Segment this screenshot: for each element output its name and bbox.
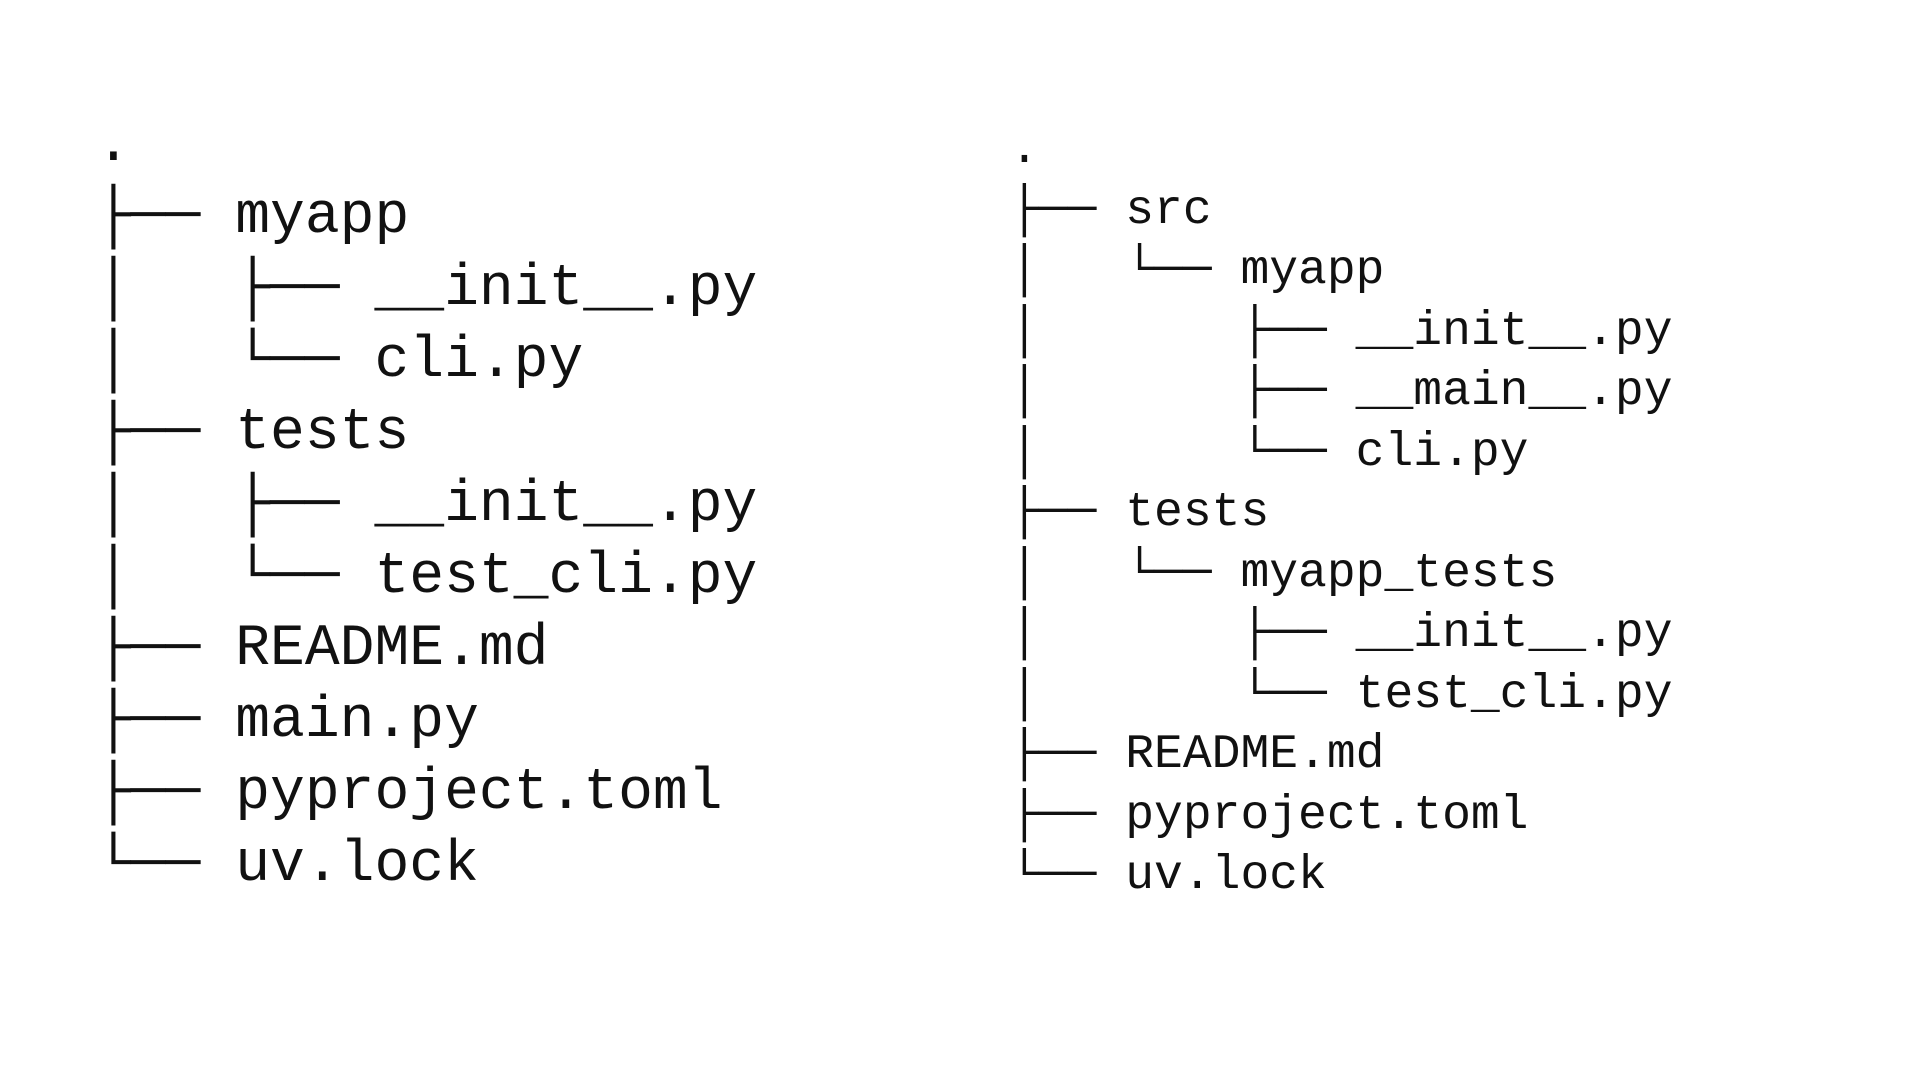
folder-name: tests bbox=[1125, 486, 1270, 540]
tree-entry: ├── pyproject.toml bbox=[1010, 786, 1673, 847]
file-name: test_cli.py bbox=[1355, 667, 1673, 722]
tree-entry: │ └── test_cli.py bbox=[96, 542, 757, 614]
tree-entry: ├── README.md bbox=[1010, 725, 1673, 786]
file-name: pyproject.toml bbox=[235, 761, 723, 826]
tree-branch-connector: ├── bbox=[1010, 486, 1126, 540]
tree-entry: │ ├── __init__.py bbox=[96, 470, 757, 542]
tree-entry: │ └── cli.py bbox=[96, 326, 757, 398]
tree-entry: ├── src bbox=[1010, 181, 1673, 242]
tree-branch-connector: └── bbox=[96, 833, 236, 898]
folder-name: tests bbox=[235, 401, 410, 466]
file-name: __init__.py bbox=[1355, 304, 1673, 359]
tree-branch-connector: ├── bbox=[96, 689, 236, 754]
root-dot: . bbox=[96, 113, 131, 178]
tree-branch-connector: └── bbox=[1010, 849, 1126, 903]
tree-entry: ├── README.md bbox=[96, 614, 757, 686]
folder-name: myapp bbox=[235, 185, 410, 250]
tree-entry: ├── tests bbox=[96, 398, 757, 470]
tree-entry: ├── tests bbox=[1010, 483, 1673, 544]
tree-entry: │ └── myapp bbox=[1010, 241, 1673, 302]
tree-branch-connector: │ └── bbox=[1010, 546, 1241, 601]
file-name: __init__.py bbox=[1355, 607, 1673, 661]
file-name: __main__.py bbox=[1355, 365, 1673, 419]
tree-branch-connector: ├── bbox=[1010, 183, 1126, 238]
tree-entry: │ ├── __init__.py bbox=[96, 254, 757, 326]
tree-root: . bbox=[96, 110, 757, 182]
tree-entry: │ ├── __init__.py bbox=[1010, 302, 1673, 363]
tree-branch-connector: ├── bbox=[96, 761, 236, 826]
file-name: README.md bbox=[1125, 728, 1385, 782]
tree-branch-connector: │ └── bbox=[1010, 667, 1356, 722]
tree-branch-connector: │ ├── bbox=[1010, 607, 1356, 661]
file-name: uv.lock bbox=[235, 833, 479, 898]
tree-entry: │ └── myapp_tests bbox=[1010, 544, 1673, 605]
tree-branch-connector: ├── bbox=[96, 185, 236, 250]
tree-entry: │ ├── __main__.py bbox=[1010, 362, 1673, 423]
tree-branch-connector: │ └── bbox=[96, 329, 375, 394]
tree-branch-connector: │ └── bbox=[1010, 244, 1241, 298]
tree-entry: │ └── cli.py bbox=[1010, 423, 1673, 484]
file-name: main.py bbox=[235, 689, 479, 754]
file-name: cli.py bbox=[1355, 425, 1529, 480]
folder-name: myapp_tests bbox=[1240, 546, 1558, 601]
tree-branch-connector: ├── bbox=[96, 617, 236, 682]
folder-name: myapp bbox=[1240, 244, 1385, 298]
file-name: test_cli.py bbox=[374, 545, 758, 610]
root-dot: . bbox=[1010, 123, 1039, 177]
tree-branch-connector: │ ├── bbox=[96, 257, 375, 322]
tree-branch-connector: │ └── bbox=[96, 545, 375, 610]
tree-entry: ├── main.py bbox=[96, 686, 757, 758]
tree-branch-connector: │ └── bbox=[1010, 425, 1356, 480]
tree-branch-connector: ├── bbox=[1010, 728, 1126, 782]
tree-branch-connector: ├── bbox=[96, 401, 236, 466]
folder-name: src bbox=[1125, 183, 1212, 238]
tree-entry: │ ├── __init__.py bbox=[1010, 604, 1673, 665]
tree-entry: ├── pyproject.toml bbox=[96, 758, 757, 830]
tree-entry: └── uv.lock bbox=[96, 830, 757, 902]
tree-entry: └── uv.lock bbox=[1010, 846, 1673, 907]
tree-root: . bbox=[1010, 120, 1673, 181]
tree-entry: │ └── test_cli.py bbox=[1010, 665, 1673, 726]
tree-branch-connector: ├── bbox=[1010, 788, 1126, 843]
file-name: uv.lock bbox=[1125, 849, 1327, 903]
file-name: __init__.py bbox=[374, 257, 758, 322]
tree-entry: ├── myapp bbox=[96, 182, 757, 254]
directory-tree-flat-layout: .├── myapp│ ├── __init__.py│ └── cli.py├… bbox=[96, 110, 757, 902]
file-name: cli.py bbox=[374, 329, 584, 394]
file-name: README.md bbox=[235, 617, 549, 682]
file-name: __init__.py bbox=[374, 473, 758, 538]
tree-branch-connector: │ ├── bbox=[1010, 304, 1356, 359]
tree-branch-connector: │ ├── bbox=[96, 473, 375, 538]
file-name: pyproject.toml bbox=[1125, 788, 1529, 843]
tree-branch-connector: │ ├── bbox=[1010, 365, 1356, 419]
directory-tree-src-layout: .├── src│ └── myapp│ ├── __init__.py│ ├─… bbox=[1010, 120, 1673, 907]
